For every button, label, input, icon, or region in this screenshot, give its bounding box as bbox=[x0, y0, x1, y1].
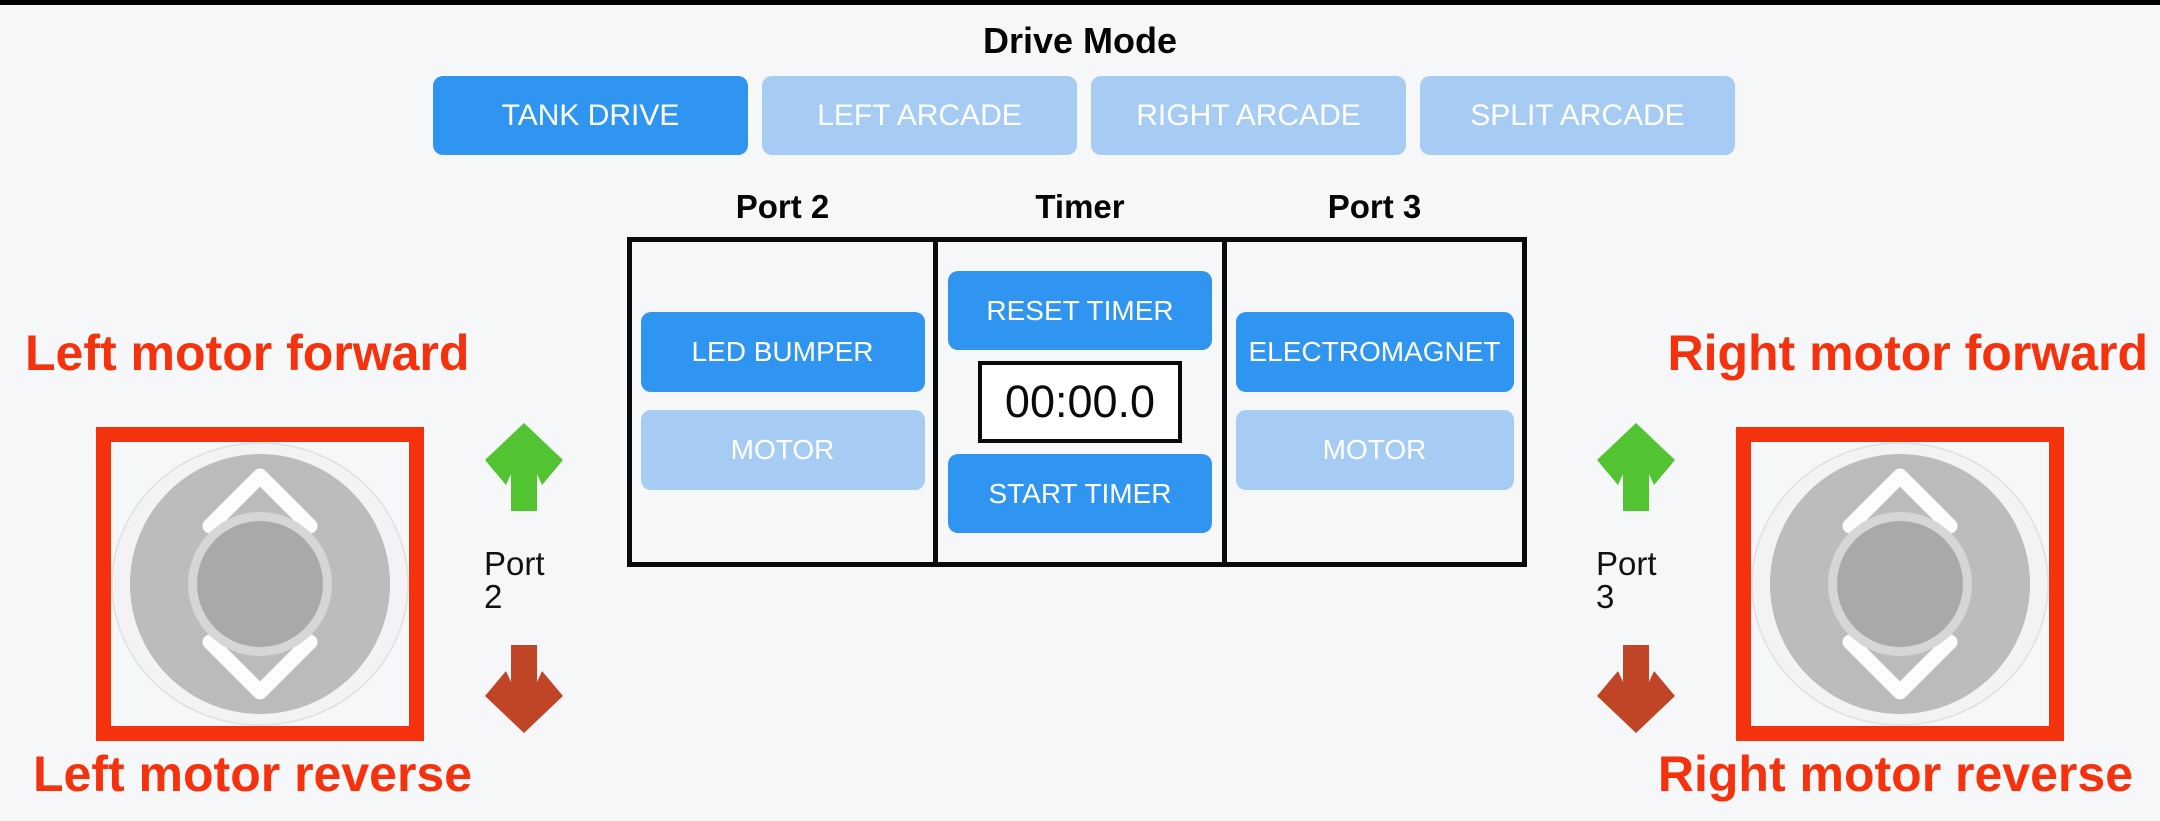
port2-column: LED BUMPER MOTOR bbox=[632, 242, 933, 562]
up-arrow-icon bbox=[485, 423, 563, 511]
start-timer-button[interactable]: START TIMER bbox=[948, 454, 1212, 533]
electromagnet-button[interactable]: ELECTROMAGNET bbox=[1235, 312, 1514, 392]
right-port-indicator: Port 3 bbox=[1596, 423, 1676, 733]
right-motor-reverse-label: Right motor reverse bbox=[1657, 746, 2133, 802]
chevron-up-icon bbox=[1842, 468, 1958, 534]
right-joystick-highlight-frame bbox=[1736, 427, 2064, 741]
joystick-knob[interactable] bbox=[1837, 521, 1963, 647]
down-arrow-icon bbox=[1597, 645, 1675, 733]
led-bumper-button[interactable]: LED BUMPER bbox=[640, 312, 925, 392]
timer-column: RESET TIMER 00:00.0 START TIMER bbox=[933, 242, 1227, 562]
port3-motor-button[interactable]: MOTOR bbox=[1235, 410, 1514, 490]
left-joystick[interactable] bbox=[111, 442, 409, 726]
split-arcade-button[interactable]: SPLIT ARCADE bbox=[1420, 76, 1735, 155]
drive-mode-title: Drive Mode bbox=[982, 20, 1178, 61]
left-motor-reverse-label: Left motor reverse bbox=[33, 746, 473, 802]
chevron-down-icon bbox=[202, 634, 318, 700]
right-joystick[interactable] bbox=[1751, 442, 2049, 726]
left-port-indicator: Port 2 bbox=[484, 423, 564, 733]
tank-drive-button[interactable]: TANK DRIVE bbox=[433, 76, 748, 155]
port2-column-header: Port 2 bbox=[735, 188, 830, 225]
top-black-bar bbox=[0, 0, 2160, 5]
left-joystick-highlight-frame bbox=[96, 427, 424, 741]
right-arcade-button[interactable]: RIGHT ARCADE bbox=[1091, 76, 1406, 155]
left-motor-forward-label: Left motor forward bbox=[25, 325, 470, 381]
down-arrow-icon bbox=[485, 645, 563, 733]
drive-mode-button-row: TANK DRIVE LEFT ARCADE RIGHT ARCADE SPLI… bbox=[433, 76, 1735, 155]
port3-column-header: Port 3 bbox=[1327, 188, 1422, 225]
left-arcade-button[interactable]: LEFT ARCADE bbox=[762, 76, 1077, 155]
right-port-label: Port 3 bbox=[1596, 545, 1657, 615]
joystick-knob[interactable] bbox=[197, 521, 323, 647]
right-motor-forward-label: Right motor forward bbox=[1667, 325, 2148, 381]
port3-column: ELECTROMAGNET MOTOR bbox=[1227, 242, 1522, 562]
reset-timer-button[interactable]: RESET TIMER bbox=[948, 271, 1212, 350]
control-panel: LED BUMPER MOTOR RESET TIMER 00:00.0 STA… bbox=[627, 237, 1527, 567]
timer-display: 00:00.0 bbox=[978, 361, 1182, 443]
chevron-up-icon bbox=[202, 468, 318, 534]
up-arrow-icon bbox=[1597, 423, 1675, 511]
chevron-down-icon bbox=[1842, 634, 1958, 700]
left-port-label: Port 2 bbox=[484, 545, 545, 615]
timer-column-header: Timer bbox=[1035, 188, 1125, 225]
port2-motor-button[interactable]: MOTOR bbox=[640, 410, 925, 490]
